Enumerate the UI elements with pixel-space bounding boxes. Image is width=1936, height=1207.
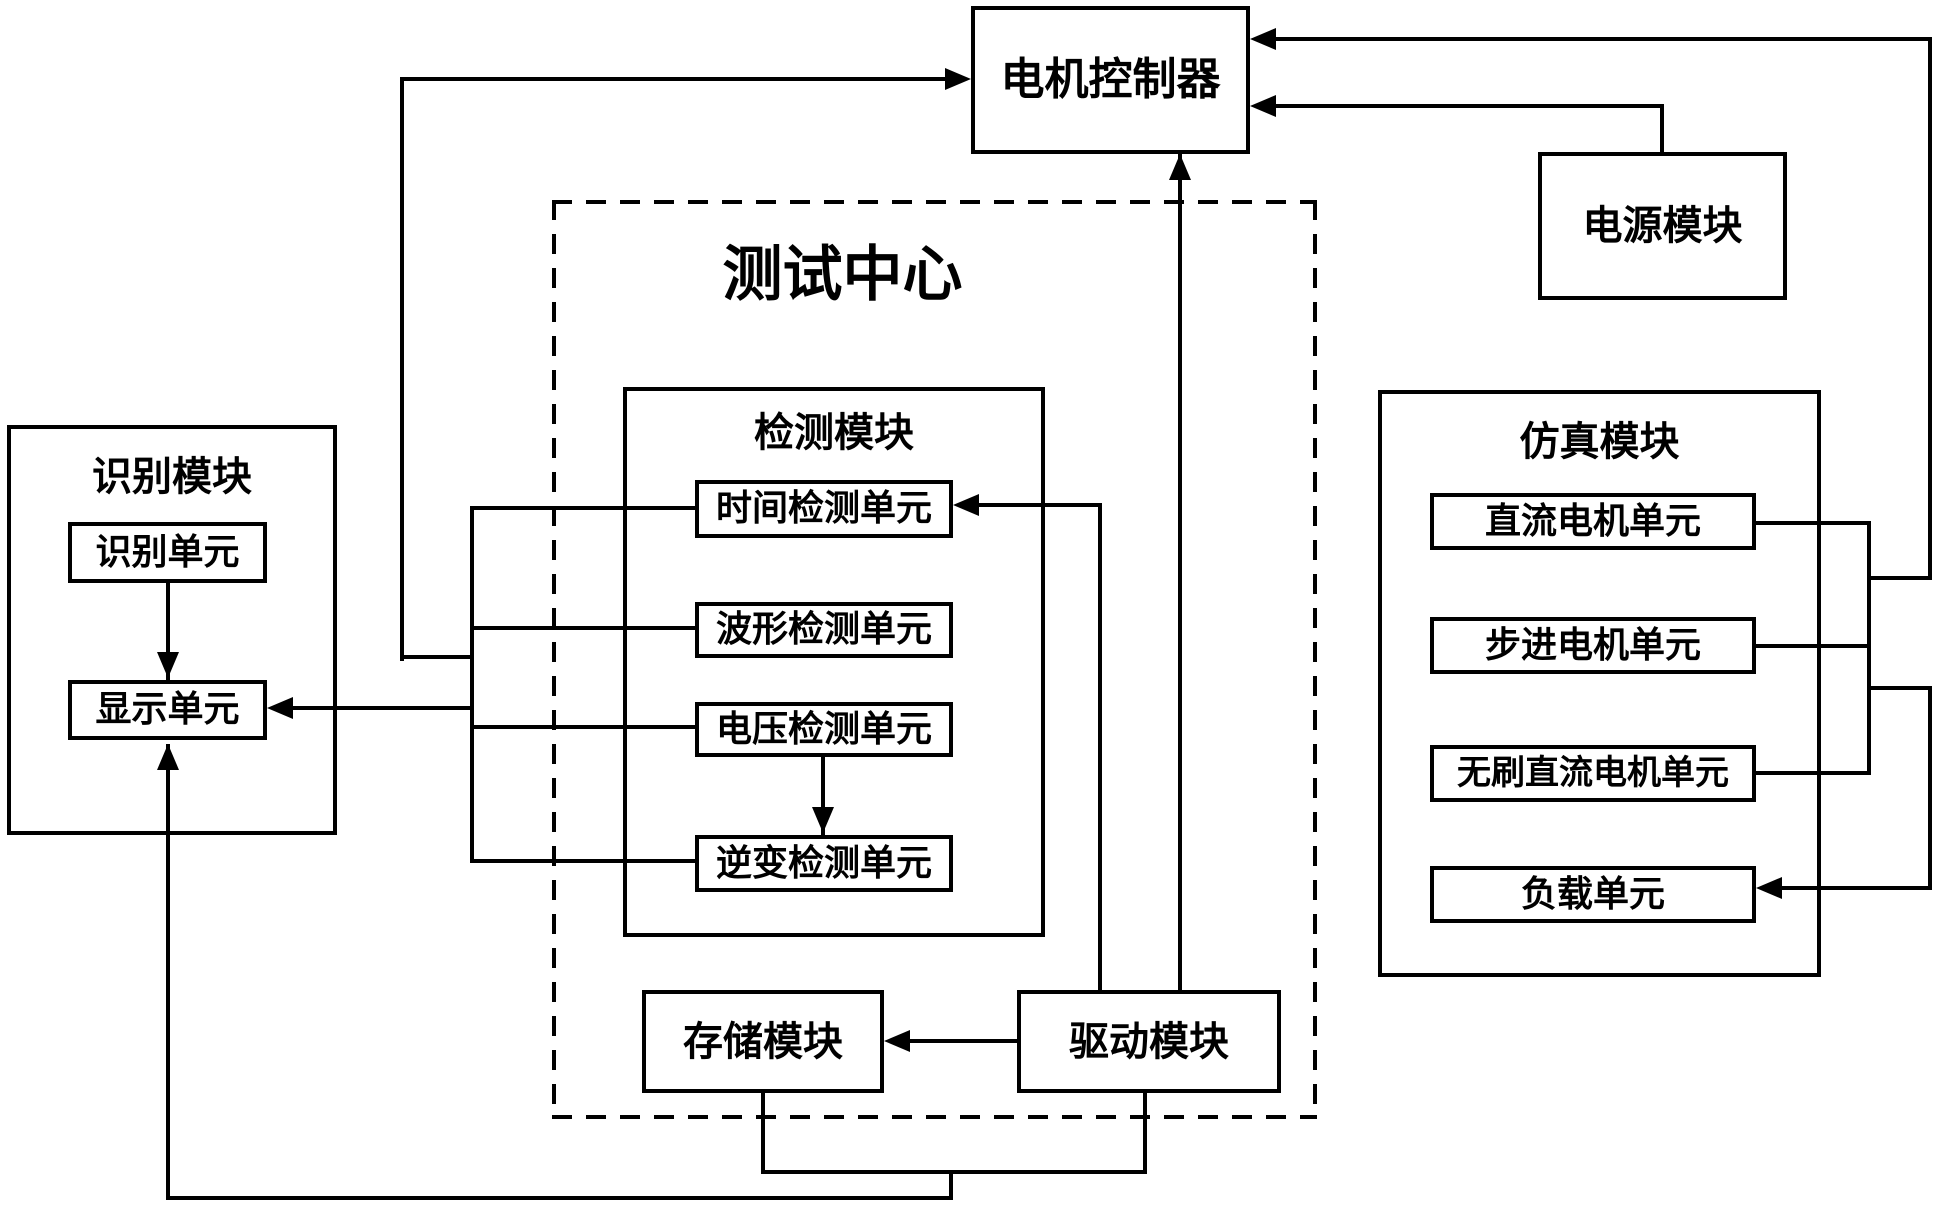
arrow-into-motor-controller-bottom-icon (1169, 154, 1191, 180)
connector-line (166, 744, 170, 1200)
arrow-into-load-unit-icon (1756, 877, 1782, 899)
connector-line (1276, 104, 1664, 108)
connector-line (400, 77, 404, 661)
arrow-into-time-detect-unit-icon (953, 494, 979, 516)
box-recognition-module: 识别模块 (7, 425, 337, 835)
connector-line (1178, 154, 1182, 990)
connector-line (293, 706, 474, 710)
connector-line (1756, 771, 1871, 775)
connector-line (470, 506, 474, 863)
box-drive-module: 驱动模块 (1017, 990, 1281, 1093)
connector-line (1756, 521, 1871, 525)
connector-line (1143, 1093, 1147, 1174)
label-dc-motor-unit: 直流电机单元 (1484, 500, 1701, 542)
label-recognition-module: 识别模块 (92, 454, 252, 500)
arrow-into-motor-controller-right-lower-icon (1250, 95, 1276, 117)
label-time-detect-unit: 时间检测单元 (715, 488, 932, 530)
box-power-module: 电源模块 (1538, 152, 1787, 300)
label-load-unit: 负载单元 (1520, 873, 1665, 915)
connector-line (1756, 644, 1871, 648)
dashed-border-test-center (552, 200, 1317, 204)
box-brushless-dc-motor-unit: 无刷直流电机单元 (1430, 745, 1756, 802)
box-test-center: 测试中心 (552, 200, 1317, 1119)
connector-line (1276, 37, 1932, 41)
connector-line (1928, 686, 1932, 890)
label-stepper-motor-unit: 步进电机单元 (1484, 624, 1701, 666)
connector-line (400, 655, 474, 659)
connector-line (1867, 576, 1932, 580)
box-storage-module: 存储模块 (642, 990, 884, 1093)
box-motor-controller: 电机控制器 (971, 6, 1250, 154)
connector-line (1098, 503, 1102, 990)
label-brushless-dc-motor-unit: 无刷直流电机单元 (1457, 752, 1729, 793)
connector-line (979, 503, 1102, 507)
box-recognition-unit: 识别单元 (68, 522, 267, 583)
connector-line (470, 725, 695, 729)
connector-line (761, 1093, 765, 1174)
box-voltage-detect-unit: 电压检测单元 (695, 702, 953, 757)
box-display-unit: 显示单元 (68, 680, 267, 740)
connector-line (1782, 886, 1932, 890)
label-test-center: 测试中心 (722, 240, 963, 310)
arrow-into-display-unit-bottom-icon (157, 744, 179, 770)
label-power-module: 电源模块 (1582, 203, 1743, 249)
dashed-border-test-center (552, 200, 556, 1119)
box-load-unit: 负载单元 (1430, 866, 1756, 923)
dashed-border-test-center (552, 1115, 1317, 1119)
box-stepper-motor-unit: 步进电机单元 (1430, 617, 1756, 674)
connector-line (1928, 37, 1932, 580)
connector-line (949, 1170, 953, 1200)
label-recognition-unit: 识别单元 (95, 531, 240, 573)
arrow-into-display-unit-top-icon (157, 652, 179, 678)
label-detection-module: 检测模块 (754, 410, 914, 456)
arrow-into-motor-controller-right-upper-icon (1250, 28, 1276, 50)
arrow-into-inverter-detect-unit-icon (812, 807, 834, 833)
label-display-unit: 显示单元 (95, 689, 240, 731)
label-inverter-detect-unit: 逆变检测单元 (715, 842, 932, 884)
label-drive-module: 驱动模块 (1069, 1018, 1229, 1065)
connector-line (470, 859, 695, 863)
connector-line (470, 626, 695, 630)
connector-line (761, 1170, 1147, 1174)
connector-line (470, 506, 695, 510)
label-voltage-detect-unit: 电压检测单元 (715, 708, 932, 750)
connector-line (910, 1039, 1017, 1043)
box-detection-module: 检测模块 (623, 387, 1045, 937)
connector-line (1660, 104, 1664, 152)
box-inverter-detect-unit: 逆变检测单元 (695, 835, 953, 892)
box-dc-motor-unit: 直流电机单元 (1430, 493, 1756, 550)
connector-line (1867, 521, 1871, 775)
box-time-detect-unit: 时间检测单元 (695, 480, 953, 538)
arrow-into-storage-module-icon (884, 1030, 910, 1052)
box-wave-detect-unit: 波形检测单元 (695, 602, 953, 658)
label-storage-module: 存储模块 (683, 1018, 843, 1065)
connector-line (821, 757, 825, 835)
connector-line (400, 77, 945, 81)
label-motor-controller: 电机控制器 (1000, 53, 1221, 105)
dashed-border-test-center (1313, 200, 1317, 1119)
label-simulation-module: 仿真模块 (1519, 419, 1680, 465)
connector-line (166, 583, 170, 680)
connector-line (1867, 686, 1932, 690)
arrow-into-motor-controller-left-icon (945, 68, 971, 90)
arrow-into-display-unit-right-icon (267, 697, 293, 719)
box-simulation-module: 仿真模块 (1378, 390, 1821, 977)
label-wave-detect-unit: 波形检测单元 (715, 609, 932, 651)
connector-line (166, 1196, 953, 1200)
